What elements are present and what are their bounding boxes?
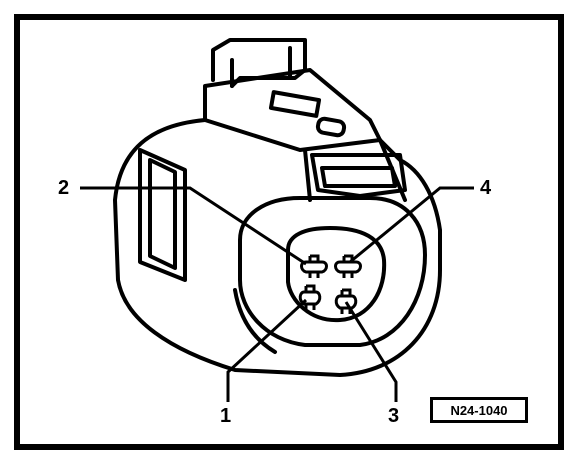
reference-code: N24-1040	[450, 402, 508, 418]
callout-1: 1	[220, 405, 232, 427]
pin-cavity	[286, 226, 387, 323]
side-clip	[138, 148, 187, 282]
pin-2	[300, 254, 328, 278]
pin-1	[298, 284, 322, 310]
pin-3	[334, 288, 358, 314]
key-slot	[310, 153, 407, 198]
leader-line-2	[80, 186, 307, 266]
callout-3: 3	[388, 405, 400, 427]
leader-line-3	[344, 301, 398, 402]
leader-line-1	[226, 298, 308, 402]
callout-2: 2	[58, 177, 70, 199]
pin-4	[334, 254, 362, 278]
figure-frame	[14, 14, 564, 450]
reference-code-box: N24-1040	[430, 397, 528, 423]
connector-face	[238, 196, 427, 347]
leader-line-4	[349, 186, 474, 264]
callout-4: 4	[480, 177, 492, 199]
housing-shell	[113, 118, 442, 377]
